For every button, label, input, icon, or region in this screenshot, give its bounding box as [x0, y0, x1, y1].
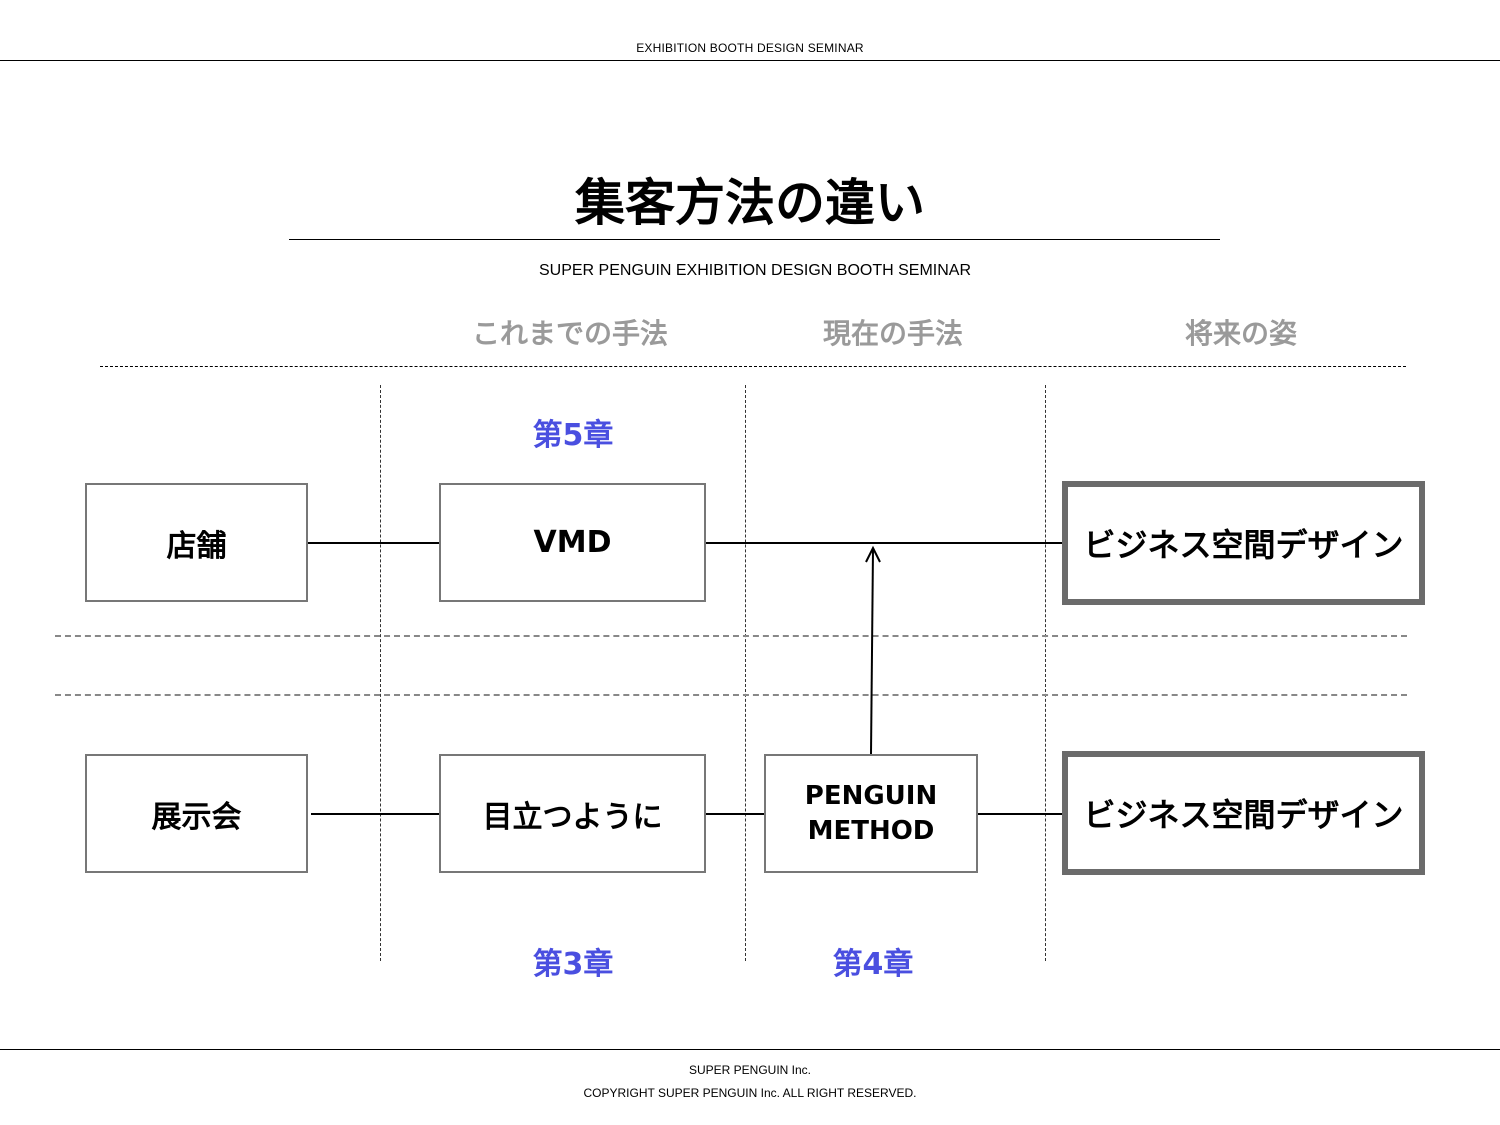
box-penguin-method-line1: PENGUIN: [804, 780, 938, 811]
box-exhibition: 展示会: [85, 754, 308, 873]
box-vmd-label: VMD: [533, 525, 612, 560]
row-separator-2: [55, 694, 1407, 696]
footer-rule: [0, 1049, 1500, 1050]
chapter-label-3: 第3章: [532, 947, 614, 982]
column-heading-past: これまでの手法: [471, 317, 668, 350]
box-business-space-design-bottom-label: ビジネス空間デザイン: [1083, 796, 1404, 834]
column-divider-2: [745, 385, 746, 961]
connector-store: [307, 542, 440, 544]
box-penguin-method-line2: METHOD: [807, 815, 935, 846]
box-penguin-method: PENGUIN METHOD: [764, 754, 978, 873]
box-vmd: VMD: [439, 483, 706, 602]
box-business-space-design-top-label: ビジネス空間デザイン: [1083, 526, 1404, 564]
column-divider-1: [380, 385, 381, 961]
footer-copyright: COPYRIGHT SUPER PENGUIN Inc. ALL RIGHT R…: [583, 1086, 917, 1100]
row-separator-1: [55, 635, 1407, 637]
heading-divider: [100, 366, 1406, 367]
page-title: 集客方法の違い: [575, 174, 925, 232]
box-business-space-design-top: ビジネス空間デザイン: [1062, 481, 1425, 605]
column-heading-present: 現在の手法: [822, 317, 963, 350]
title-underline: [289, 239, 1220, 240]
chapter-label-4: 第4章: [832, 947, 914, 982]
connector-vmd-future: [705, 542, 1065, 544]
column-heading-future: 将来の姿: [1184, 317, 1297, 350]
footer-company: SUPER PENGUIN Inc.: [688, 1063, 812, 1077]
box-stand-out-label: 目立つように: [482, 799, 663, 835]
chapter-label-5: 第5章: [532, 418, 614, 453]
box-store: 店舗: [85, 483, 308, 602]
box-business-space-design-bottom: ビジネス空間デザイン: [1062, 751, 1425, 875]
header-text: EXHIBITION BOOTH DESIGN SEMINAR: [636, 41, 864, 55]
connector-present-future: [977, 813, 1065, 815]
box-store-label: 店舗: [166, 528, 227, 564]
connector-exhibition: [311, 813, 440, 815]
column-divider-3: [1045, 385, 1046, 961]
header-rule: [0, 60, 1500, 61]
box-stand-out: 目立つように: [439, 754, 706, 873]
page-subtitle: SUPER PENGUIN EXHIBITION DESIGN BOOTH SE…: [538, 262, 972, 279]
connector-past-present: [705, 813, 765, 815]
box-exhibition-label: 展示会: [151, 799, 242, 835]
